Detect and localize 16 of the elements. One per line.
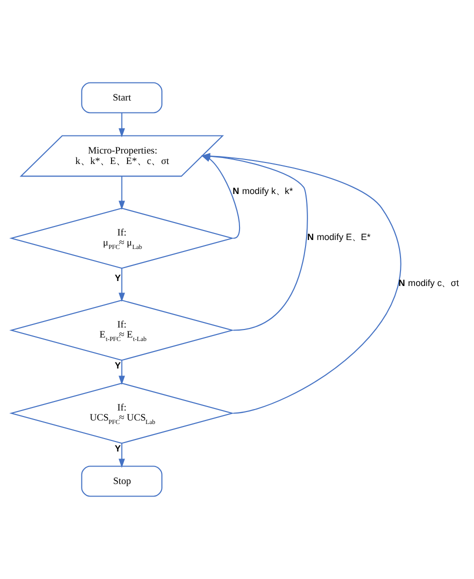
arrow [118, 176, 125, 210]
arrow [118, 112, 125, 138]
edge-label: Y [114, 443, 121, 454]
node-diamond: If: UCS$_{PFC}$≈ UCS$_{Lab}$ [9, 382, 234, 444]
node-box: Stop [81, 466, 162, 497]
arrow [118, 360, 125, 385]
node-diamond: If: E$_{t-PFC}$≈ E$_{t-Lab}$ [9, 300, 234, 361]
edge-label: N modify E、E* [307, 232, 370, 242]
node-diamond: If: μ$_{PFC}$≈ μ$_{Lab}$ [9, 208, 234, 269]
edge-label: Y [114, 272, 121, 283]
edge-label: N modify c、σt [398, 278, 459, 288]
node-box: Start [81, 82, 162, 114]
arrow [118, 443, 125, 468]
edge-label: N modify k、k* [232, 186, 293, 196]
arrow [118, 268, 125, 302]
edge-label: Y [114, 360, 121, 370]
